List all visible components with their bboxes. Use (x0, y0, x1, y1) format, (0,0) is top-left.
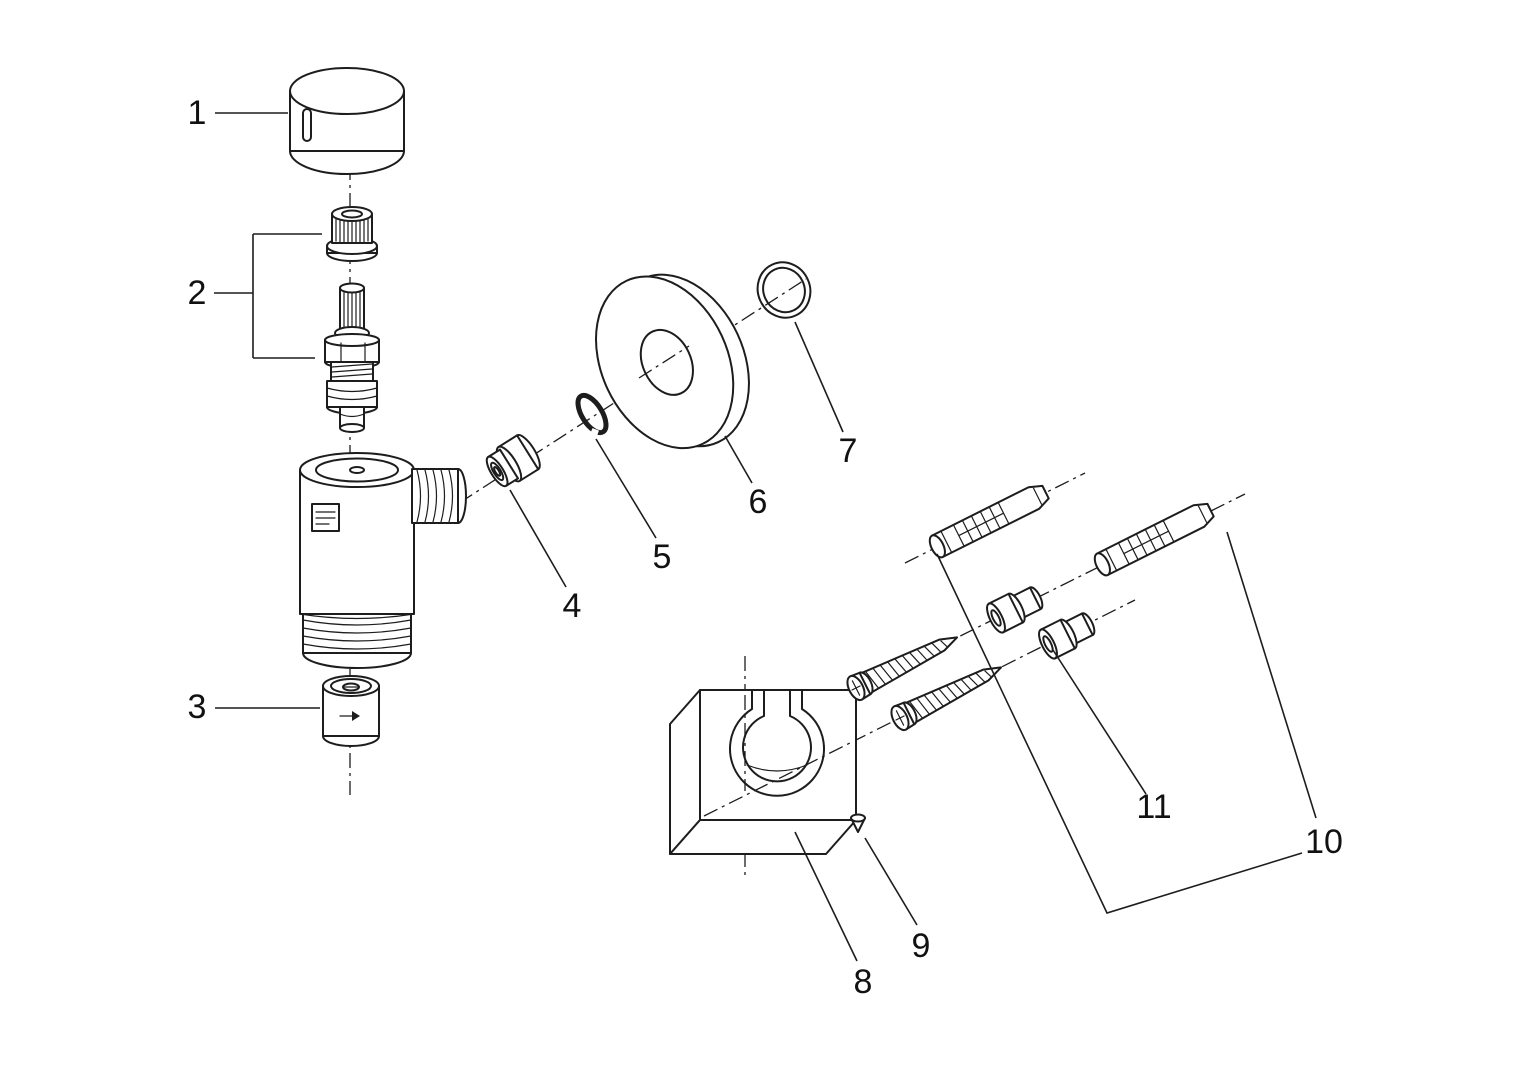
callout-11: 11 (1052, 649, 1172, 826)
callout-label-10: 10 (1305, 823, 1343, 861)
callout-label-8: 8 (854, 963, 873, 1001)
callout-label-4: 4 (563, 587, 582, 625)
callout-label-11: 11 (1136, 788, 1171, 826)
part-cartridge-adapter (326, 206, 378, 262)
part-bracket (669, 689, 857, 855)
callout-label-7: 7 (839, 432, 858, 470)
part-o-ring (756, 261, 812, 319)
valve-body (299, 452, 467, 669)
callout-label-6: 6 (749, 483, 768, 521)
callout-label-3: 3 (188, 688, 207, 726)
valve-outlet-thread (411, 468, 467, 524)
handle-slot (302, 108, 312, 142)
callout-7: 7 (794, 321, 858, 470)
brand-logo-mark (311, 503, 340, 532)
axis-stub-escutcheon-hole (638, 345, 690, 379)
callout-8: 8 (794, 831, 873, 1001)
callout-label-2: 2 (188, 274, 207, 312)
part-connection-nipple (485, 433, 541, 488)
callout-9: 9 (864, 837, 931, 965)
callout-label-9: 9 (912, 927, 931, 965)
part-wall-anchor-2 (1090, 498, 1217, 579)
callout-4: 4 (509, 489, 582, 625)
part-retaining-ring (575, 392, 609, 440)
callout-6: 6 (724, 435, 768, 521)
callout-label-5: 5 (653, 538, 672, 576)
part-handle-cap (289, 67, 405, 175)
callout-label-1: 1 (188, 94, 207, 132)
callout-1: 1 (188, 94, 288, 132)
part-wall-escutcheon (595, 273, 750, 450)
part-outlet-adapter (322, 675, 380, 747)
callout-3: 3 (188, 688, 320, 726)
part-cartridge-headwork (324, 282, 380, 433)
callout-5: 5 (595, 438, 672, 576)
flow-arrow (352, 711, 360, 721)
callout-10: 10 (936, 531, 1343, 914)
axis-diagonal-escutcheon (435, 278, 807, 519)
part-set-screw (850, 813, 866, 833)
part-spacer-bushing-2 (1034, 606, 1100, 662)
part-wall-anchor-1 (925, 480, 1052, 561)
callout-2: 2 (188, 233, 322, 359)
part-spacer-bushing-1 (982, 580, 1048, 636)
